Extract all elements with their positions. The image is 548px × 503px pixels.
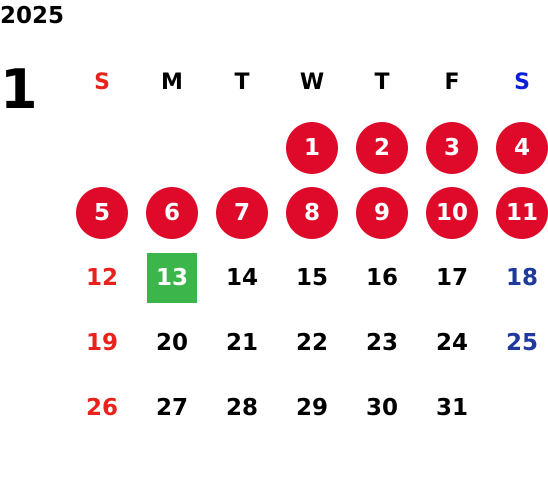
day-number[interactable]: 17 [435, 264, 468, 291]
day-cell[interactable]: 18 [487, 245, 548, 310]
holiday-day-number[interactable]: 4 [496, 121, 548, 174]
day-cell[interactable]: 14 [207, 245, 277, 310]
holiday-day-number[interactable]: 9 [356, 186, 408, 239]
day-number[interactable]: 29 [295, 394, 328, 421]
empty-cell [137, 115, 207, 180]
day-cell[interactable]: 31 [417, 375, 487, 440]
day-number[interactable]: 21 [225, 329, 258, 356]
sunday-day-number[interactable]: 19 [85, 329, 118, 356]
holiday-day-number[interactable]: 11 [496, 186, 548, 239]
weekday-header-monday: M [161, 70, 183, 95]
day-cell[interactable]: 5 [67, 180, 137, 245]
day-number[interactable]: 30 [365, 394, 398, 421]
weekday-header-thursday: T [374, 70, 390, 95]
day-cell[interactable]: 4 [487, 115, 548, 180]
day-cell[interactable]: 26 [67, 375, 137, 440]
weekday-header-friday: F [444, 70, 460, 95]
weekday-header-saturday: S [514, 70, 530, 95]
month-number: 1 [0, 58, 38, 121]
day-cell[interactable]: 10 [417, 180, 487, 245]
day-cell[interactable]: 20 [137, 310, 207, 375]
day-cell[interactable]: 2 [347, 115, 417, 180]
holiday-day-number[interactable]: 10 [426, 186, 478, 239]
holiday-day-number[interactable]: 7 [216, 186, 268, 239]
day-number[interactable]: 22 [295, 329, 328, 356]
day-cell[interactable]: 13 [137, 245, 207, 310]
sunday-day-number[interactable]: 26 [85, 394, 118, 421]
day-cell[interactable]: 27 [137, 375, 207, 440]
holiday-day-number[interactable]: 8 [286, 186, 338, 239]
day-cell[interactable]: 19 [67, 310, 137, 375]
day-number[interactable]: 15 [295, 264, 328, 291]
day-number[interactable]: 31 [435, 394, 468, 421]
day-cell[interactable]: 28 [207, 375, 277, 440]
saturday-day-number[interactable]: 25 [505, 329, 538, 356]
holiday-day-number[interactable]: 6 [146, 186, 198, 239]
year-label: 2025 [0, 3, 65, 29]
day-cell[interactable]: 8 [277, 180, 347, 245]
weekday-header-tuesday: T [234, 70, 250, 95]
holiday-day-number[interactable]: 2 [356, 121, 408, 174]
saturday-day-number[interactable]: 18 [505, 264, 538, 291]
day-cell[interactable]: 6 [137, 180, 207, 245]
day-cell[interactable]: 9 [347, 180, 417, 245]
day-number[interactable]: 20 [155, 329, 188, 356]
today-day-number[interactable]: 13 [147, 252, 197, 303]
day-cell[interactable]: 29 [277, 375, 347, 440]
day-cell[interactable]: 16 [347, 245, 417, 310]
day-cell[interactable]: 25 [487, 310, 548, 375]
day-cell[interactable]: 15 [277, 245, 347, 310]
weekday-header-wednesday: W [299, 70, 325, 95]
day-cell[interactable]: 21 [207, 310, 277, 375]
holiday-day-number[interactable]: 5 [76, 186, 128, 239]
sunday-day-number[interactable]: 12 [85, 264, 118, 291]
day-cell[interactable]: 24 [417, 310, 487, 375]
day-number[interactable]: 24 [435, 329, 468, 356]
day-cell[interactable]: 11 [487, 180, 548, 245]
empty-cell [67, 115, 137, 180]
weekday-header-sunday: S [94, 70, 110, 95]
empty-cell [207, 115, 277, 180]
day-cell[interactable]: 23 [347, 310, 417, 375]
day-number[interactable]: 27 [155, 394, 188, 421]
day-number[interactable]: 16 [365, 264, 398, 291]
day-cell[interactable]: 1 [277, 115, 347, 180]
day-number[interactable]: 14 [225, 264, 258, 291]
day-number[interactable]: 23 [365, 329, 398, 356]
day-cell[interactable]: 30 [347, 375, 417, 440]
day-number[interactable]: 28 [225, 394, 258, 421]
day-cell[interactable]: 22 [277, 310, 347, 375]
day-cell[interactable]: 12 [67, 245, 137, 310]
holiday-day-number[interactable]: 1 [286, 121, 338, 174]
holiday-day-number[interactable]: 3 [426, 121, 478, 174]
day-cell[interactable]: 17 [417, 245, 487, 310]
day-cell[interactable]: 3 [417, 115, 487, 180]
day-cell[interactable]: 7 [207, 180, 277, 245]
